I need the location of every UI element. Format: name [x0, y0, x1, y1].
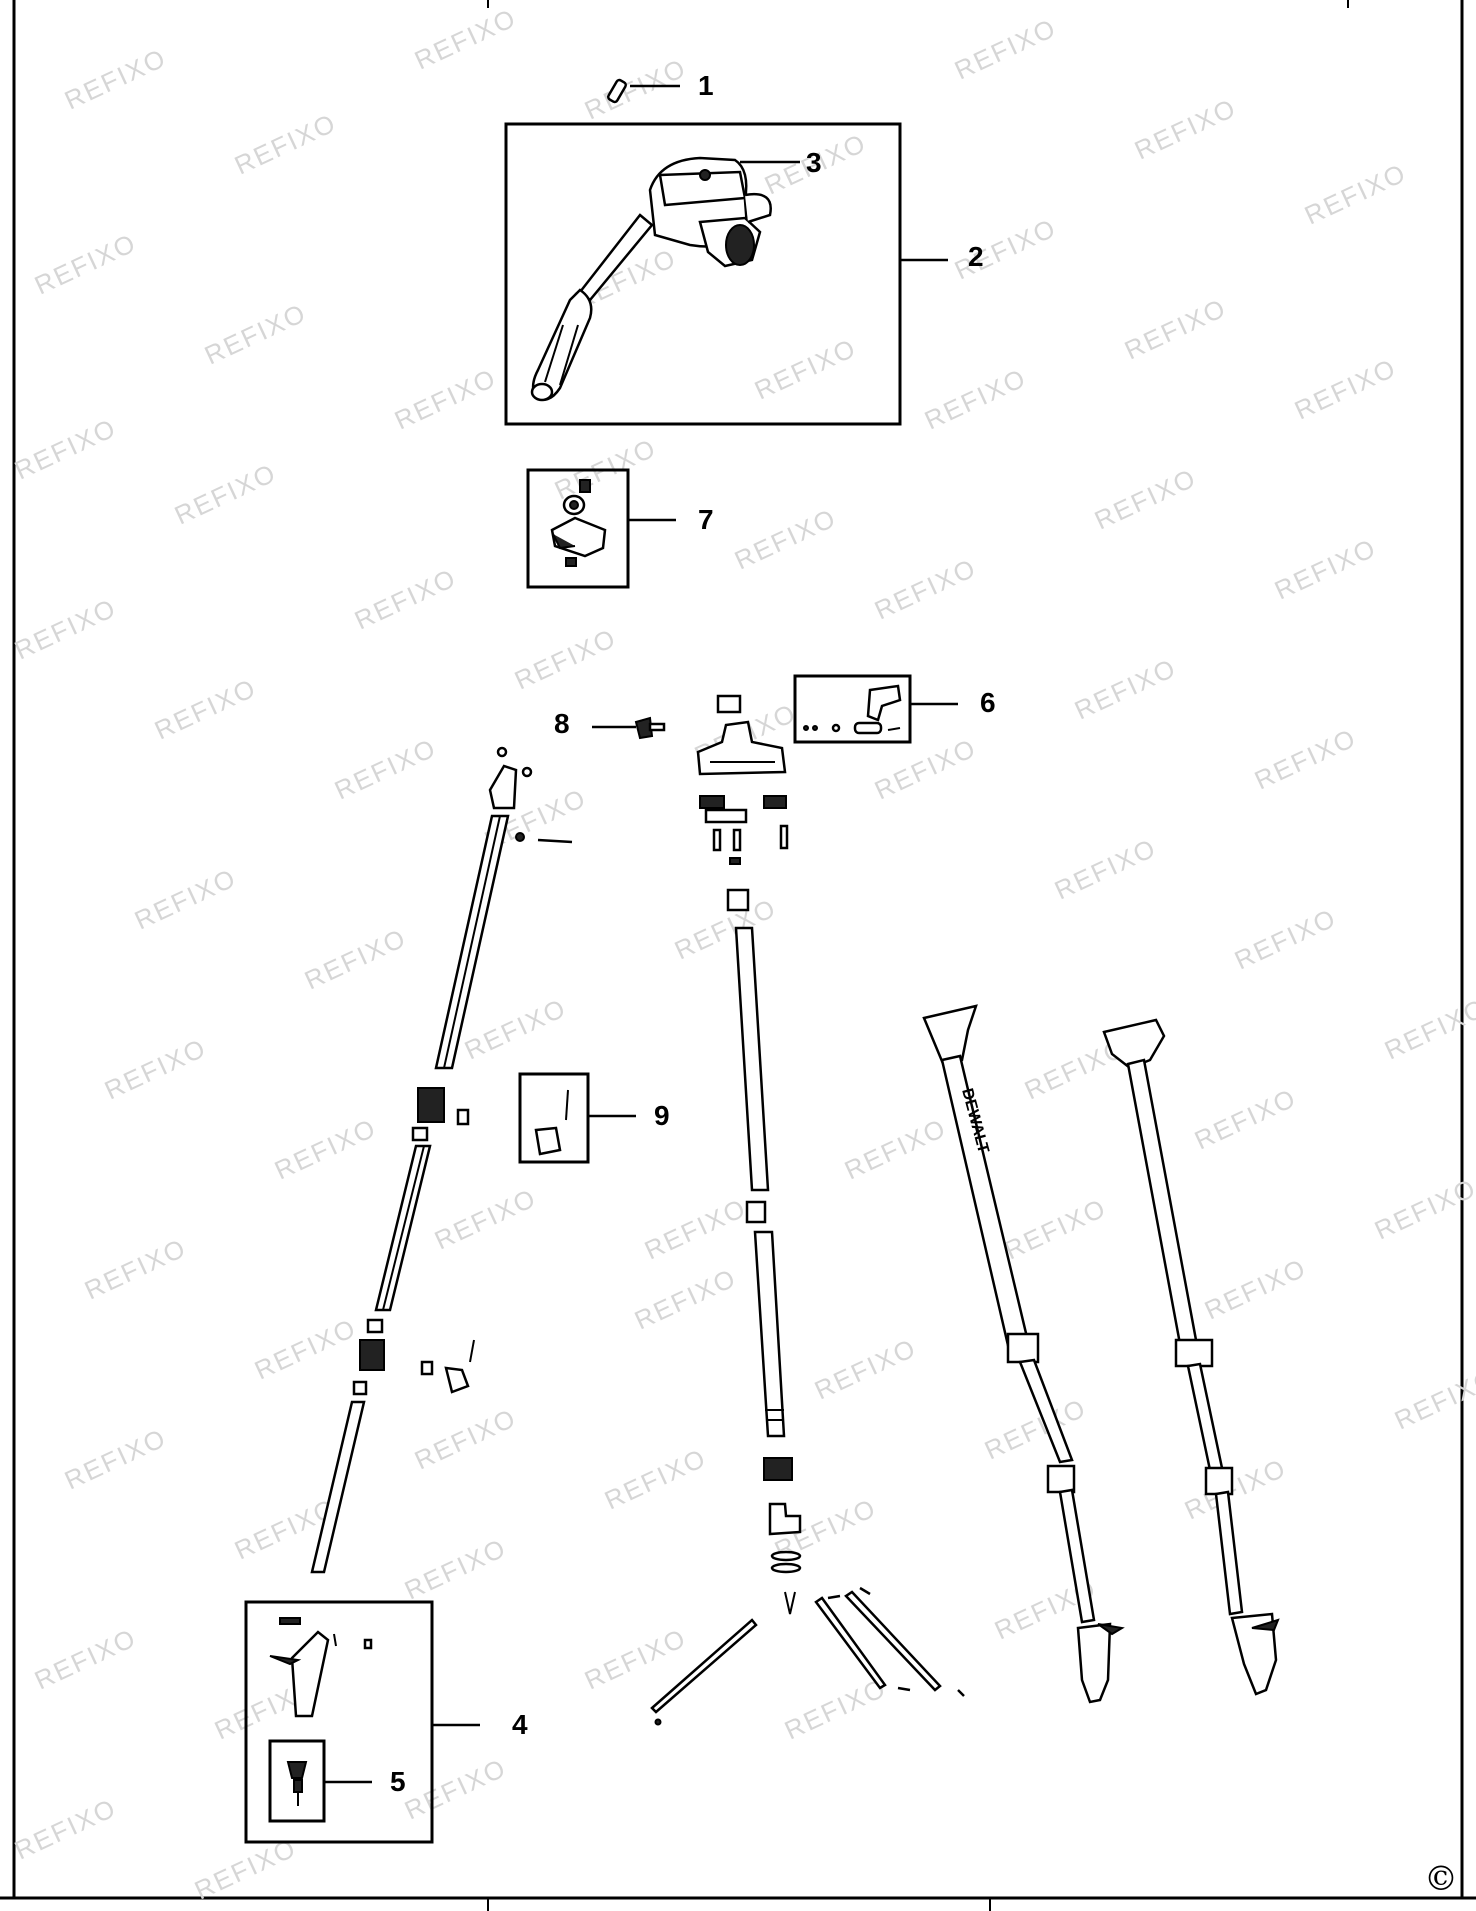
watermark-text: REFIXO [250, 1312, 361, 1385]
callout-4: 4 [512, 1709, 528, 1740]
copyright-mark: © [1424, 1859, 1458, 1899]
callout-6: 6 [980, 687, 996, 718]
callout-5: 5 [390, 1766, 406, 1797]
watermark-text: REFIXO [350, 562, 461, 635]
center-column-assembly [650, 694, 965, 1726]
watermark-text: REFIXO [430, 1182, 541, 1255]
watermark-text: REFIXO [1250, 722, 1361, 795]
watermark-text: REFIXO [1200, 1252, 1311, 1325]
watermark-text: REFIXO [410, 1402, 521, 1475]
callout-labels: 1 2 3 4 5 6 7 8 9 [390, 70, 996, 1797]
watermark-text: REFIXO [670, 892, 781, 965]
watermark-text: REFIXO [1000, 1192, 1111, 1265]
watermark-text: REFIXO [80, 1232, 191, 1305]
callout-8: 8 [554, 708, 570, 739]
watermark-text: REFIXO [780, 1672, 891, 1745]
part-7-clamp-assembly [526, 468, 676, 589]
callout-1: 1 [698, 70, 714, 101]
watermark-text: REFIXO [410, 2, 521, 75]
watermark-text: REFIXO [840, 1112, 951, 1185]
watermark-text: REFIXO [510, 622, 621, 695]
watermark-text: REFIXO [30, 1622, 141, 1695]
part-1-pin [607, 78, 680, 104]
watermark-text: REFIXO [200, 297, 311, 370]
watermark-text: REFIXO [950, 12, 1061, 85]
watermark-text: REFIXO [100, 1032, 211, 1105]
watermark-text: REFIXO [1090, 462, 1201, 535]
watermark-text: REFIXO [60, 1422, 171, 1495]
part-4-foot-assembly [244, 1600, 480, 1844]
watermark-text: REFIXO [630, 1262, 741, 1335]
watermark-text: REFIXO [580, 52, 691, 125]
watermark-text: REFIXO [1230, 902, 1341, 975]
callout-3: 3 [806, 147, 822, 178]
callout-2: 2 [968, 241, 984, 272]
watermark-text: REFIXO [1050, 832, 1161, 905]
watermark-text: REFIXO [1130, 92, 1241, 165]
watermark-text: REFIXO [270, 1112, 381, 1185]
watermark-text: REFIXO [30, 227, 141, 300]
watermark-text: REFIXO [460, 992, 571, 1065]
part-6-lever-assembly [793, 674, 958, 744]
watermark-text: REFIXO [10, 1792, 121, 1865]
watermark-text: REFIXO [580, 1622, 691, 1695]
watermark-text: REFIXO [810, 1332, 921, 1405]
watermark-text: REFIXO [750, 332, 861, 405]
watermark-text: REFIXO [400, 1752, 511, 1825]
assembled-leg-2 [1102, 1018, 1280, 1696]
watermark-text: REFIXO [1270, 532, 1381, 605]
watermark-text: REFIXO [130, 862, 241, 935]
watermark-text: REFIXO [640, 1192, 751, 1265]
watermark-text: REFIXO [230, 107, 341, 180]
watermark-text: REFIXO [730, 502, 841, 575]
watermark-text: REFIXO [330, 732, 441, 805]
part-5-rubber-foot [268, 1739, 372, 1823]
callout-7: 7 [698, 504, 714, 535]
watermark-text: REFIXO [1290, 352, 1401, 425]
watermark-text: REFIXO [950, 212, 1061, 285]
watermark-text: REFIXO [1070, 652, 1181, 725]
watermark-text: REFIXO [170, 457, 281, 530]
watermark-text: REFIXO [1190, 1082, 1301, 1155]
watermark-text: REFIXO [390, 362, 501, 435]
watermark-text: REFIXO [1300, 157, 1411, 230]
part-8-locking-knob [592, 716, 666, 740]
watermark-text: REFIXO [400, 1532, 511, 1605]
watermark-text: REFIXO [920, 362, 1031, 435]
part-9-leg-lock-kit [518, 1072, 636, 1164]
watermark-text: REFIXO [1180, 1452, 1291, 1525]
watermark-text: REFIXO [60, 42, 171, 115]
callout-9: 9 [654, 1100, 670, 1131]
watermark-text: REFIXO [870, 552, 981, 625]
watermark-text: REFIXO [10, 412, 121, 485]
part-2-pan-head [504, 122, 948, 426]
watermark-text: REFIXO [10, 592, 121, 665]
exploded-leg-left [310, 746, 573, 1574]
watermark-text: REFIXO [600, 1442, 711, 1515]
watermark-text: REFIXO [1370, 1172, 1476, 1245]
watermark-text: REFIXO [300, 922, 411, 995]
watermark-text: REFIXO [150, 672, 261, 745]
watermark-text: REFIXO [1120, 292, 1231, 365]
